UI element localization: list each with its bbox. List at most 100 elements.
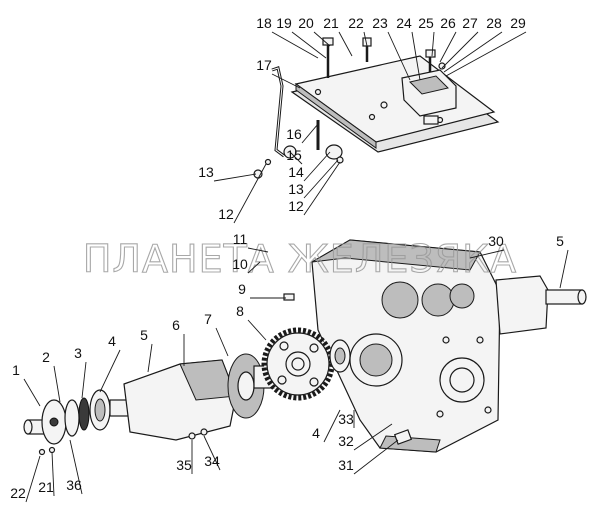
leader-line: [147, 343, 153, 373]
callout-20: 20: [298, 15, 314, 31]
leader-line: [203, 435, 221, 471]
bolt: [188, 432, 196, 440]
inner-gear: [421, 283, 455, 317]
leader-line: [303, 151, 331, 182]
leader-line: [271, 31, 319, 59]
leader-line: [81, 361, 87, 399]
inner-gear: [381, 281, 419, 319]
flange-center: [49, 417, 59, 427]
large-gear-assembly: [261, 293, 351, 401]
callout-11: 11: [233, 231, 248, 247]
plug-washer: [264, 158, 272, 166]
leader-line: [353, 439, 399, 475]
callout-10: 10: [232, 256, 248, 272]
callout-22: 22: [348, 15, 364, 31]
flange-bore-inner: [449, 367, 475, 393]
callout-7: 7: [204, 311, 212, 327]
leader-line: [247, 247, 269, 253]
seal-ring: [64, 399, 80, 437]
callout-24: 24: [396, 15, 412, 31]
gear-8-hole: [309, 343, 319, 353]
callout-5: 5: [556, 233, 564, 249]
callout-18: 18: [256, 15, 272, 31]
retaining-ring: [78, 397, 90, 431]
leader-line: [69, 439, 83, 495]
callout-4: 4: [108, 333, 116, 349]
bolt: [200, 428, 208, 436]
callout-35: 35: [176, 457, 192, 473]
callout-12: 12: [218, 206, 234, 222]
washer: [438, 62, 446, 70]
leader-line: [271, 73, 301, 89]
leader-line: [303, 159, 339, 199]
top-cover-assembly: [253, 37, 500, 179]
callout-2: 2: [42, 349, 50, 365]
leader-line: [353, 423, 393, 451]
callout-13: 13: [198, 164, 214, 180]
cover-plate-edge: [295, 83, 377, 149]
pin-9: [283, 293, 295, 301]
cover-hole: [368, 113, 376, 121]
cover-slot: [423, 115, 439, 125]
leader-line: [441, 31, 479, 69]
housing-hole: [484, 406, 492, 414]
gear-8-bore: [291, 357, 305, 371]
leader-line: [291, 31, 327, 59]
leader-line: [431, 31, 435, 57]
callout-22: 22: [10, 485, 26, 501]
housing-hole: [442, 336, 450, 344]
gear-7-hub: [237, 371, 255, 401]
main-housing: [311, 239, 587, 453]
gear-8-hole: [309, 377, 319, 387]
callout-9: 9: [238, 281, 246, 297]
coupling-nut: [325, 144, 343, 160]
leader-line: [23, 378, 41, 407]
callout-27: 27: [462, 15, 478, 31]
bearing-inner: [94, 398, 106, 422]
output-shaft-end: [577, 289, 587, 305]
callout-5: 5: [140, 327, 148, 343]
leader-line: [53, 365, 61, 403]
gear-8-hole: [279, 341, 289, 351]
leader-line: [323, 409, 341, 443]
callout-15: 15: [286, 147, 302, 163]
callout-34: 34: [204, 453, 220, 469]
callout-14: 14: [288, 164, 304, 180]
leader-line: [99, 349, 121, 393]
leader-line: [443, 31, 503, 73]
callout-4: 4: [312, 425, 320, 441]
callout-25: 25: [418, 15, 434, 31]
pin: [48, 446, 56, 454]
leader-line: [247, 261, 261, 274]
leader-line: [469, 249, 505, 259]
inner-gear: [449, 283, 475, 309]
leader-line: [213, 173, 257, 182]
leader-line: [25, 455, 41, 503]
bearing-4-right-inner: [334, 347, 346, 365]
housing-top-face: [311, 239, 481, 271]
leader-line: [247, 319, 267, 341]
callout-29: 29: [510, 15, 526, 31]
leader-line: [363, 31, 368, 47]
callout-8: 8: [236, 303, 244, 319]
left-shaft-assembly: [23, 353, 275, 456]
output-shaft: [545, 289, 583, 305]
callout-12: 12: [288, 198, 304, 214]
housing-hole: [436, 410, 444, 418]
callout-26: 26: [440, 15, 456, 31]
callout-31: 31: [338, 457, 354, 473]
output-housing: [495, 275, 549, 335]
leader-line: [215, 327, 229, 357]
callout-17: 17: [256, 57, 272, 73]
shaft-stub-end: [23, 419, 33, 435]
housing-bore-inner: [359, 343, 393, 377]
callout-28: 28: [486, 15, 502, 31]
callout-33: 33: [338, 411, 354, 427]
breather-tube: [271, 66, 285, 158]
shift-housing-top: [409, 75, 449, 95]
bolt-head: [425, 49, 436, 58]
leader-line: [313, 31, 331, 47]
bolt-head: [322, 37, 334, 46]
gear-8-hole: [277, 375, 287, 385]
